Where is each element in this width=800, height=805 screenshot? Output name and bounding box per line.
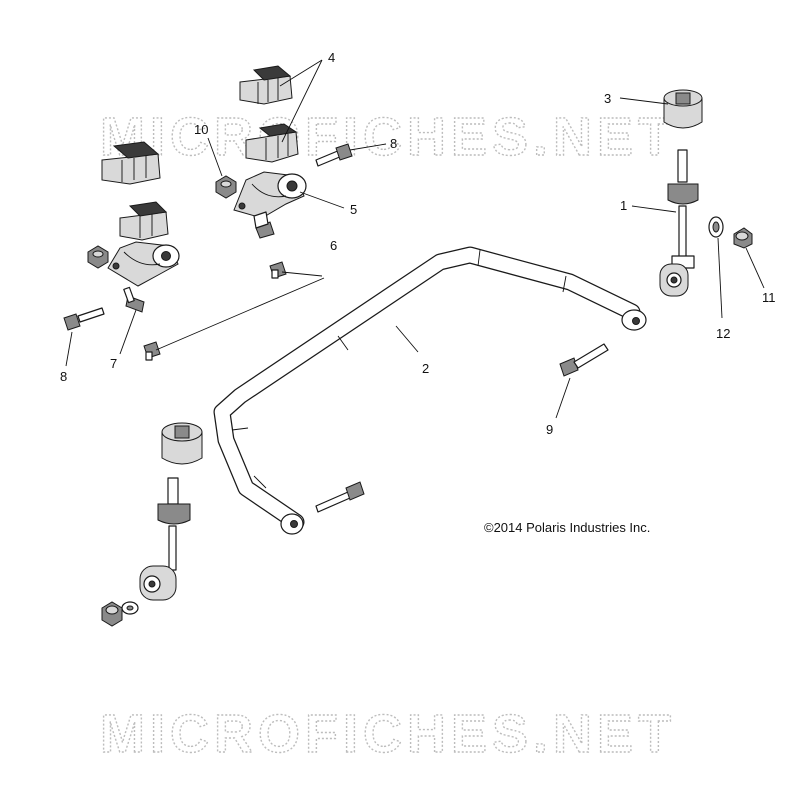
callout-8-upper: 8 (390, 136, 397, 151)
bushing-left-b (119, 201, 169, 241)
callout-10: 10 (194, 122, 208, 137)
bracket-left (107, 241, 180, 287)
watermark-bottom: MICROFICHES.NET (100, 704, 676, 764)
copyright-notice: ©2014 Polaris Industries Inc. (484, 520, 650, 535)
leader-7 (119, 309, 137, 355)
callout-4: 4 (328, 50, 335, 65)
callout-2: 2 (422, 361, 429, 376)
leader-3 (619, 97, 669, 105)
leader-2 (395, 325, 419, 353)
grease-fitting-lower (143, 341, 161, 361)
leader-4 (279, 59, 323, 143)
leader-10 (207, 137, 223, 177)
callout-3: 3 (604, 91, 611, 106)
washer-right (708, 216, 724, 238)
bolt-upper (315, 143, 353, 167)
bushing-left-a (101, 141, 161, 185)
leader-1 (631, 205, 677, 213)
callout-1: 1 (620, 198, 627, 213)
bolt-bracket-upper (253, 211, 275, 239)
bolt-left (63, 307, 105, 331)
callout-8-left: 8 (60, 369, 67, 384)
leader-8a (349, 143, 387, 151)
bushing-upper-a (239, 65, 293, 105)
bolt-9 (559, 343, 609, 377)
grease-fitting-upper (269, 261, 287, 279)
bolt-bar-lower (315, 481, 365, 513)
leader-5 (299, 191, 345, 209)
callout-7: 7 (110, 356, 117, 371)
callout-11: 11 (762, 290, 776, 305)
leader-6 (155, 271, 325, 351)
left-stabilizer-link (139, 422, 203, 601)
nut-10 (215, 175, 237, 199)
callout-12: 12 (716, 326, 730, 341)
leader-11 (745, 247, 765, 289)
callout-6: 6 (330, 238, 337, 253)
washer-left (121, 601, 139, 615)
watermark-top: MICROFICHES.NET (100, 107, 676, 167)
leader-12 (717, 237, 723, 319)
callout-5: 5 (350, 202, 357, 217)
callout-9: 9 (546, 422, 553, 437)
bracket-upper (233, 171, 307, 219)
leader-9 (555, 377, 571, 419)
right-stabilizer-link (659, 89, 703, 297)
leader-8b (65, 331, 73, 367)
nut-left (87, 245, 109, 269)
bolt-7 (123, 286, 145, 313)
stabilizer-bar (213, 246, 647, 535)
flange-nut-right (733, 227, 753, 249)
bushing-upper-b (245, 123, 299, 163)
flange-nut-left (101, 601, 123, 627)
